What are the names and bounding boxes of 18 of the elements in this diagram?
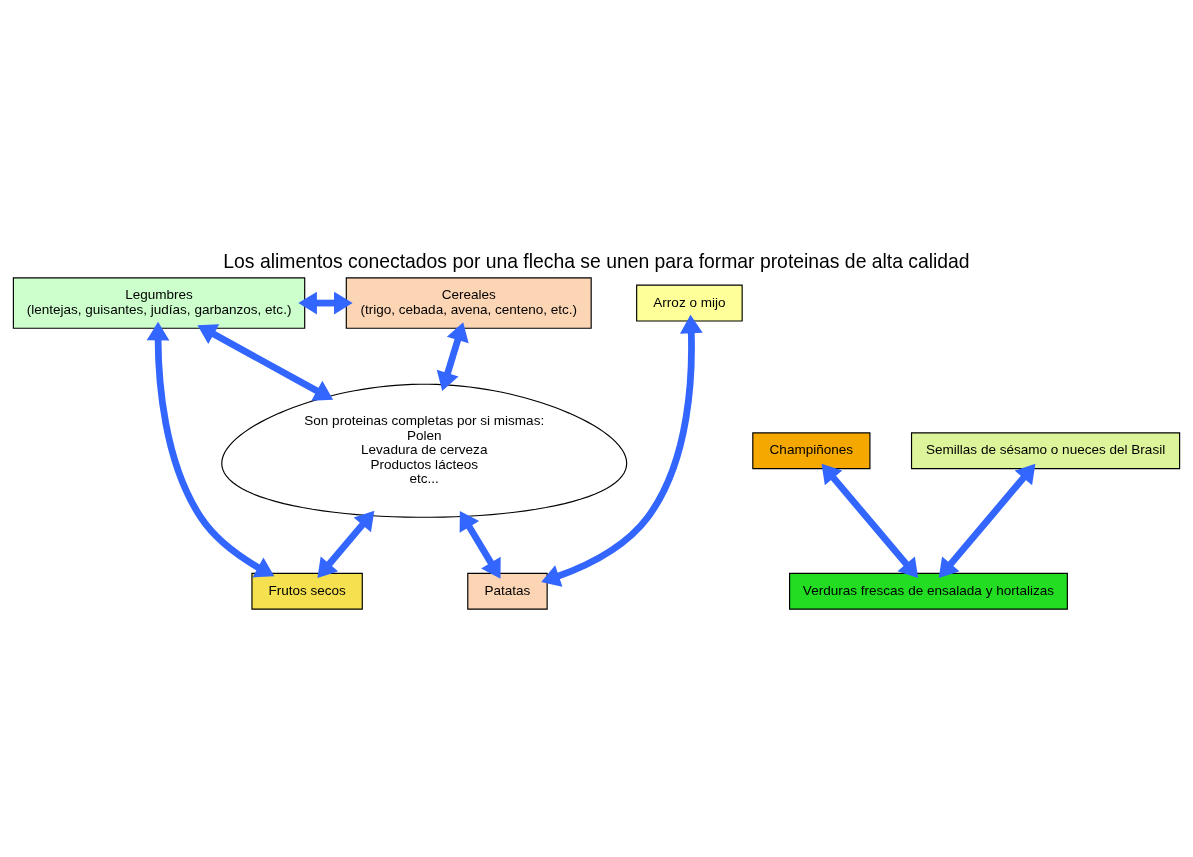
- diagram-title: Los alimentos conectados por una flecha se unen para formar proteinas de alta calidad: [223, 249, 970, 272]
- arrow: [938, 463, 1036, 578]
- node-box: Arroz o mijo: [636, 284, 743, 322]
- node-box: Cereales (trigo, cebada, avena, centeno, etc.): [345, 276, 592, 329]
- node-box: Frutos secos: [251, 572, 363, 610]
- arrow: [298, 291, 353, 314]
- node-box: Champiñones: [752, 431, 871, 469]
- arrow: [317, 510, 375, 578]
- arrow: [821, 463, 919, 578]
- arrow: [146, 321, 275, 577]
- node-box: Verduras frescas de ensalada y hortalizas: [789, 572, 1068, 610]
- node-box: Semillas de sésamo o nueces del Brasil: [910, 431, 1181, 469]
- arrow: [197, 323, 334, 401]
- arrow: [541, 314, 703, 587]
- node-box: Patatas: [467, 572, 548, 610]
- node-box: Legumbres (lentejas, guisantes, judías, garbanzos, etc.): [12, 276, 306, 329]
- arrow: [436, 321, 469, 391]
- arrow: [459, 510, 501, 579]
